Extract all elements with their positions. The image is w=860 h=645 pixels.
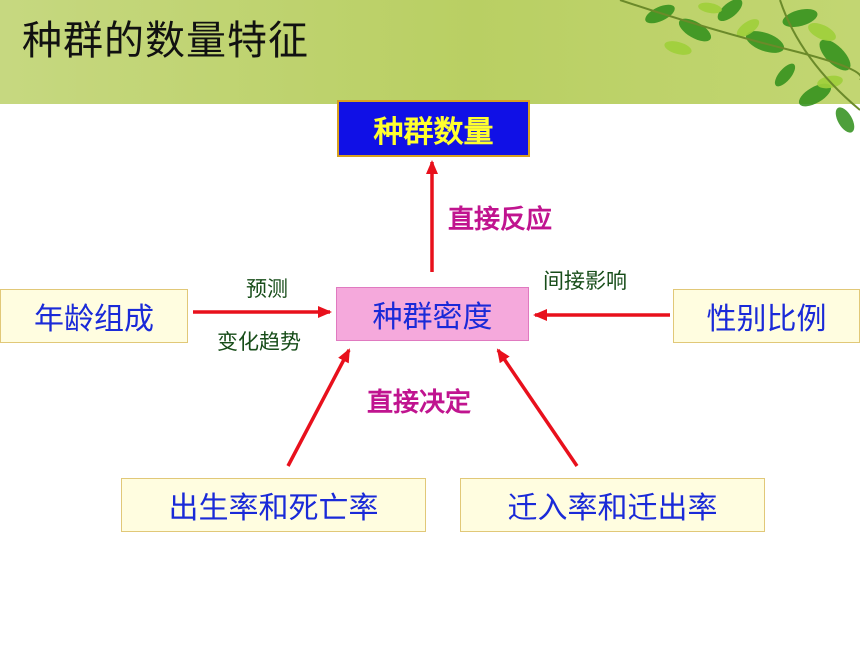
arrow-migration-to-density xyxy=(496,348,579,467)
label-trend: 变化趋势 xyxy=(217,330,301,354)
label-predict: 预测 xyxy=(246,277,288,301)
label-indirect-influence: 间接影响 xyxy=(543,269,627,293)
arrow-birth-to-density xyxy=(286,348,351,467)
title-band xyxy=(0,0,860,104)
node-population-size: 种群数量 xyxy=(337,100,530,157)
node-migration-rate: 迁入率和迁出率 xyxy=(460,478,765,532)
node-sex-ratio: 性别比例 xyxy=(673,289,860,343)
page-title: 种群的数量特征 xyxy=(22,18,309,64)
label-direct-decide: 直接决定 xyxy=(367,388,472,418)
node-age-structure: 年龄组成 xyxy=(0,289,188,343)
label-direct-reflect: 直接反应 xyxy=(448,205,553,235)
node-population-density: 种群密度 xyxy=(336,287,529,341)
node-birth-death-rate: 出生率和死亡率 xyxy=(121,478,426,532)
leaf-decoration xyxy=(619,0,860,133)
